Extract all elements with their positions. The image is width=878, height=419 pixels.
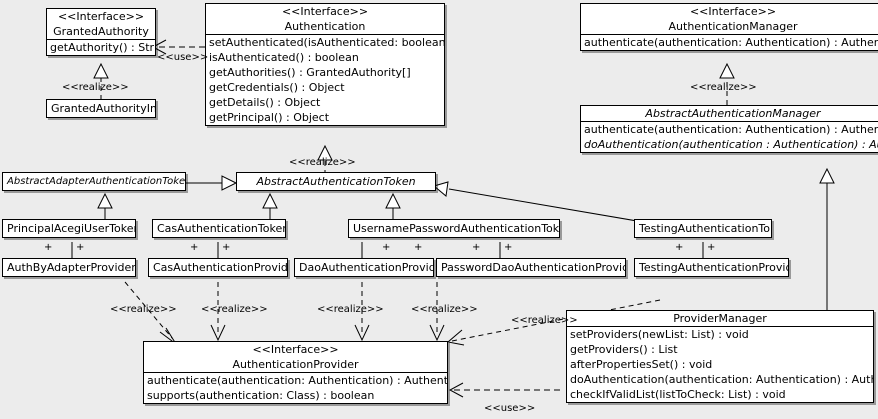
multiplicity-marker: + xyxy=(675,242,684,253)
operations-compartment: getAuthority() : String xyxy=(47,40,155,55)
operation: getCredentials() : Object xyxy=(209,81,345,94)
class-name: GrantedAuthority xyxy=(53,25,149,38)
class-name: CasAuthenticationProvider xyxy=(153,261,288,274)
operation: doAuthentication(authentication: Authent… xyxy=(570,373,873,386)
class-name: TestingAuthenticationProvider xyxy=(639,261,789,274)
edge-label-realize-cas-provider: <<realize>> xyxy=(201,304,268,315)
class-cas-authentication-token[interactable]: CasAuthenticationToken xyxy=(152,219,286,238)
multiplicity-marker: + xyxy=(76,242,85,253)
multiplicity-marker: + xyxy=(414,242,423,253)
operation: authenticate(authentication: Authenticat… xyxy=(584,123,878,136)
class-name: PrincipalAcegiUserToken xyxy=(7,222,136,235)
class-granted-authority-impl[interactable]: GrantedAuthorityImpl xyxy=(46,99,156,118)
class-name: GrantedAuthorityImpl xyxy=(51,102,155,115)
multiplicity-marker: + xyxy=(707,242,716,253)
class-name: CasAuthenticationToken xyxy=(157,222,286,235)
class-provider-manager[interactable]: ProviderManager setProviders(newList: Li… xyxy=(566,310,874,403)
class-auth-by-adapter-provider[interactable]: AuthByAdapterProvider xyxy=(2,258,136,277)
operation: checkIfValidList(listToCheck: List) : vo… xyxy=(570,388,786,401)
class-abstract-authentication-manager[interactable]: AbstractAuthenticationManager authentica… xyxy=(580,105,878,153)
class-name: AbstractAdapterAuthenticationToken xyxy=(7,176,186,187)
operation: getAuthorities() : GrantedAuthority[] xyxy=(209,66,411,79)
class-password-dao-authentication-provider[interactable]: PasswordDaoAuthenticationProvider xyxy=(436,258,626,277)
class-name: PasswordDaoAuthenticationProvider xyxy=(441,261,626,274)
edge-label-realize-auth-by-adapter: <<realize>> xyxy=(110,304,177,315)
class-name: AbstractAuthenticationToken xyxy=(256,175,416,188)
class-name: AuthenticationManager xyxy=(668,20,798,33)
class-name: AuthByAdapterProvider xyxy=(7,261,136,274)
operations-compartment: setAuthenticated(isAuthenticated: boolea… xyxy=(206,35,444,125)
multiplicity-marker: + xyxy=(504,242,513,253)
operations-compartment: authenticate(authentication: Authenticat… xyxy=(144,373,447,403)
class-testing-authentication-token[interactable]: TestingAuthenticationToken xyxy=(634,219,772,238)
operation: setAuthenticated(isAuthenticated: boolea… xyxy=(209,36,445,49)
class-dao-authentication-provider[interactable]: DaoAuthenticationProvider xyxy=(294,258,434,277)
class-name: DaoAuthenticationProvider xyxy=(299,261,434,274)
compartment-divider xyxy=(567,326,873,327)
edge-label-realize-dao-provider: <<realize>> xyxy=(317,304,384,315)
multiplicity-marker: + xyxy=(222,242,231,253)
edge-label-realize-authentication-manager: <<realize>> xyxy=(690,82,757,93)
class-authentication-manager[interactable]: <<Interface>> AuthenticationManager auth… xyxy=(580,3,878,51)
operation: authenticate(authentication: Authenticat… xyxy=(147,374,448,387)
class-stereotype: <<Interface>> xyxy=(57,10,145,23)
edge-label-use-granted-authority: <<use>> xyxy=(157,52,209,63)
operation: setProviders(newList: List) : void xyxy=(570,328,749,341)
class-abstract-adapter-authentication-token[interactable]: AbstractAdapterAuthenticationToken xyxy=(2,172,186,191)
class-principal-acegi-user-token[interactable]: PrincipalAcegiUserToken xyxy=(2,219,136,238)
operation: afterPropertiesSet() : void xyxy=(570,358,713,371)
class-cas-authentication-provider[interactable]: CasAuthenticationProvider xyxy=(148,258,288,277)
class-name: UsernamePasswordAuthenticationToken xyxy=(353,222,560,235)
operation: getAuthority() : String xyxy=(50,41,155,54)
class-abstract-authentication-token[interactable]: AbstractAuthenticationToken xyxy=(236,172,436,191)
class-stereotype: <<Interface>> xyxy=(689,5,777,18)
compartment-divider xyxy=(206,34,444,35)
operation: isAuthenticated() : boolean xyxy=(209,51,359,64)
operations-compartment: authenticate(authentication: Authenticat… xyxy=(581,122,878,152)
class-stereotype: <<Interface>> xyxy=(252,343,339,356)
class-testing-authentication-provider[interactable]: TestingAuthenticationProvider xyxy=(634,258,789,277)
multiplicity-marker: + xyxy=(190,242,199,253)
edge-label-realize-authentication-token: <<realize>> xyxy=(289,157,356,168)
class-name: AbstractAuthenticationManager xyxy=(645,107,821,120)
operation: getProviders() : List xyxy=(570,343,678,356)
operation: getDetails() : Object xyxy=(209,96,321,109)
compartment-divider xyxy=(581,121,878,122)
edge-label-realize-granted-authority-impl: <<realize>> xyxy=(62,82,129,93)
edge-label-realize-provider-manager: <<realize>> xyxy=(511,315,578,326)
multiplicity-marker: + xyxy=(472,242,481,253)
operation: supports(authentication: Class) : boolea… xyxy=(147,389,375,402)
class-username-password-authentication-token[interactable]: UsernamePasswordAuthenticationToken xyxy=(348,219,560,238)
class-name: TestingAuthenticationToken xyxy=(639,222,771,235)
edge-label-use-provider-manager: <<use>> xyxy=(484,403,536,414)
class-name: ProviderManager xyxy=(673,312,767,325)
class-stereotype: <<Interface>> xyxy=(281,5,369,18)
operation: authenticate(authentication: Authenticat… xyxy=(584,36,878,49)
class-name: Authentication xyxy=(284,20,366,33)
operations-compartment: setProviders(newList: List) : void getPr… xyxy=(567,327,873,402)
class-authentication-provider[interactable]: <<Interface>> AuthenticationProvider aut… xyxy=(143,341,448,404)
compartment-divider xyxy=(47,39,155,40)
operations-compartment: authenticate(authentication: Authenticat… xyxy=(581,35,878,50)
class-granted-authority[interactable]: <<Interface>> GrantedAuthority getAuthor… xyxy=(46,8,156,56)
multiplicity-marker: + xyxy=(44,242,53,253)
edge-label-realize-password-dao-provider: <<realize>> xyxy=(411,304,478,315)
class-authentication[interactable]: <<Interface>> Authentication setAuthenti… xyxy=(205,3,445,126)
operation: doAuthentication(authentication : Authen… xyxy=(584,138,878,151)
compartment-divider xyxy=(144,372,447,373)
class-name: AuthenticationProvider xyxy=(232,358,359,371)
multiplicity-marker: + xyxy=(382,242,391,253)
operation: getPrincipal() : Object xyxy=(209,111,330,124)
compartment-divider xyxy=(581,34,878,35)
